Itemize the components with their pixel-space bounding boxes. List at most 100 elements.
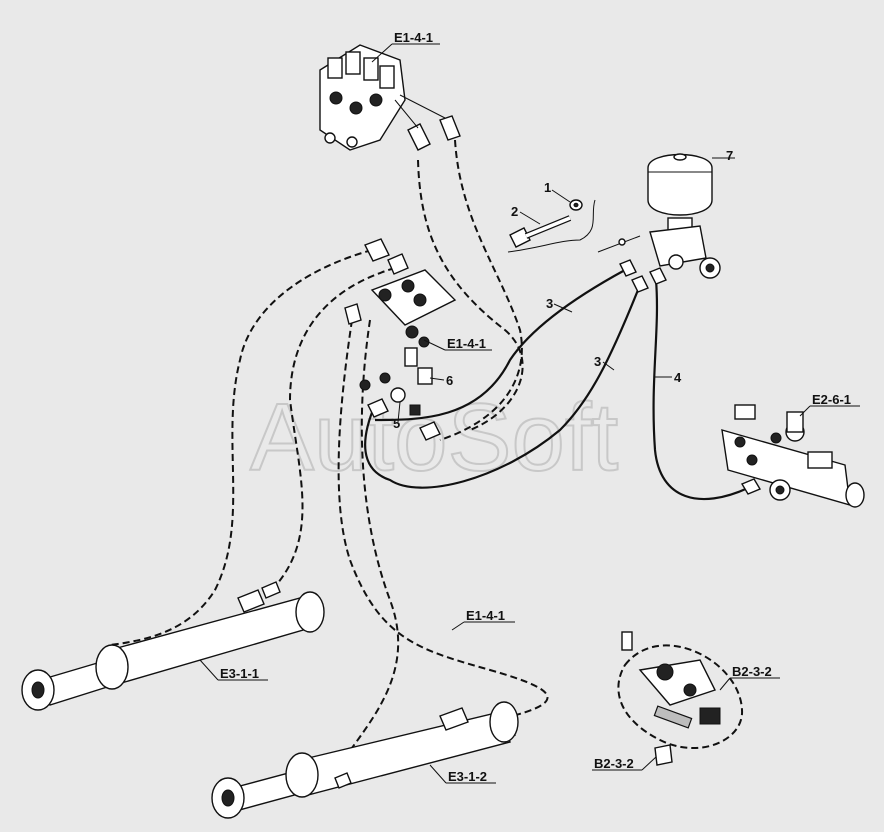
cylinder-port-2a [439,707,469,731]
valve-fitting-right [439,115,461,141]
item-number-3a: 3 [546,296,553,311]
fitting-tee [404,347,418,367]
callout-b232-right: B2-3-2 [732,664,772,679]
bolt-bracket-line [507,199,596,253]
dashed-hose-c [109,249,373,646]
solid-hoses [364,269,749,501]
callout-e311: E3-1-1 [220,666,259,681]
cylinder-port-1a [237,589,265,613]
fitting-6 [417,367,433,385]
valve-section-4 [379,65,395,89]
item-number-5: 5 [393,416,400,431]
cylinder-collar-2 [285,752,319,798]
dashed-hose-d [269,267,396,593]
item-number-2: 2 [511,204,518,219]
leader-n5 [397,401,401,423]
fitting-end [419,421,441,441]
joystick-grip [653,705,693,729]
hose-4 [652,279,749,501]
cylinder-collar-1 [95,644,129,690]
valve-port-3 [369,93,383,107]
joystick-nut [654,744,673,766]
accumulator-port [668,254,684,270]
right-manifold-end [845,482,865,508]
dashed-hose-f [329,319,400,781]
manifold-port-2 [401,279,415,293]
joystick-switch [699,707,721,725]
leader-e312 [429,764,447,784]
bolt-shank-fill [525,216,571,238]
right-manifold-port-1 [734,436,746,448]
accumulator-cap [673,153,687,161]
item-number-1: 1 [544,180,551,195]
cylinder-port-2b [334,772,352,789]
right-manifold-bracket-2 [807,451,833,469]
joystick-base [638,659,716,706]
dashed-hose-e [337,319,549,726]
item-number-3b: 3 [594,354,601,369]
joystick-pivot [656,663,674,681]
valve-section-1 [327,57,343,79]
dashed-hose-a [417,159,524,431]
accumulator-valve-block [649,225,707,267]
cylinder-e312 [211,701,519,819]
manifold-nut [405,325,419,339]
leader-b232-left [641,756,657,771]
accumulator-screw-washer [618,238,626,246]
leader-e141-mid [423,339,446,351]
watermark: AutoSoft [250,384,618,491]
hose-3-upper [374,269,626,422]
valve-port-5 [346,136,358,148]
fitting-5 [390,387,406,403]
accumulator-fitting-2 [631,275,649,293]
leader-e311 [199,659,219,681]
callout-e141-top: E1-4-1 [394,30,433,45]
leader-e141-low [451,621,465,631]
leader-e141-top [371,43,393,63]
cylinder-port-1b [261,581,281,599]
manifold-plate [344,238,457,348]
control-valve-block [319,44,461,151]
manifold-body [370,269,457,326]
leader-b232-right [719,677,731,691]
fitting-nut-b [359,379,371,391]
manifold-elbow-1 [364,238,390,262]
valve-fitting-left [407,123,431,151]
manifold-port-3 [413,293,427,307]
right-valve-manifold [721,404,865,508]
leader-n2 [519,211,541,225]
fitting-elbow [367,398,389,418]
callout-e312: E3-1-2 [448,769,487,784]
manifold-elbow-3 [344,303,362,325]
accumulator-tank [647,153,713,216]
accumulator-assembly [597,153,721,293]
item-number-4: 4 [674,370,682,385]
joystick-handle [621,631,633,651]
leader-e261 [799,405,811,417]
callout-e261: E2-6-1 [812,392,851,407]
fittings-cluster [359,347,441,441]
leader-n3b [602,361,615,371]
manifold-port-1 [378,288,392,302]
manifold-elbow-2 [387,253,409,275]
cylinder-eye-hole-1 [31,681,45,699]
item-number-7: 7 [726,148,733,163]
item-number-6: 6 [446,373,453,388]
fitting-nut-a [379,372,391,384]
right-manifold-port-2 [770,432,782,444]
leader-n6 [429,377,445,381]
dashed-hose-b [439,139,523,441]
hose-3-lower [364,284,642,489]
washer-hole [573,202,579,208]
valve-section-2 [345,51,361,75]
fitting-bolt [409,404,421,416]
right-manifold-port-3 [746,454,758,466]
cylinder-end-1 [295,591,325,633]
valve-port-2 [349,101,363,115]
valve-fitting-links [394,94,446,129]
accumulator-fitting-3 [649,267,667,285]
callout-b232-left: B2-3-2 [594,756,634,771]
valve-port-4 [324,132,336,144]
accumulator-fitting-1 [619,259,637,277]
